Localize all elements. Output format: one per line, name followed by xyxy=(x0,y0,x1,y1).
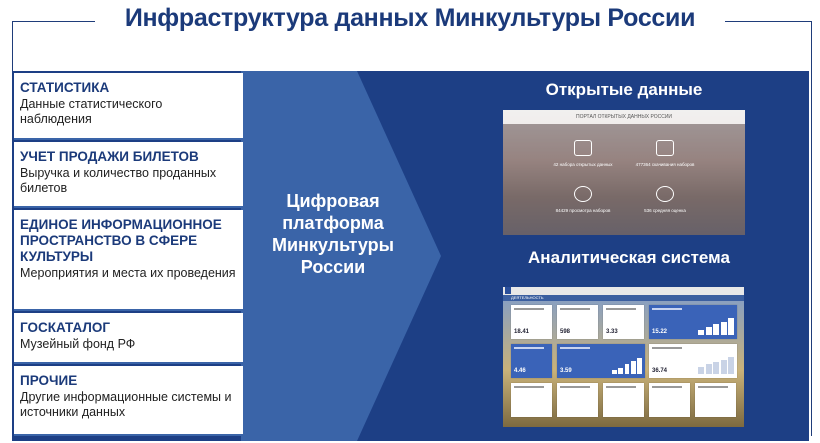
tile-value: 18.41 xyxy=(514,329,530,335)
source-tickets: УЧЕТ ПРОДАЖИ БИЛЕТОВ Выручка и количеств… xyxy=(14,142,243,208)
portal-stat: 84429 просмотра наборов xyxy=(543,186,623,214)
tile-value: 3.33 xyxy=(606,329,618,335)
title-background xyxy=(95,8,725,38)
dashboard-tile: 36.74 xyxy=(649,344,737,378)
dashboard-tile xyxy=(649,383,690,417)
portal-stat-label: 84429 просмотра наборов xyxy=(555,208,611,213)
source-statistics: СТАТИСТИКА Данные статистического наблюд… xyxy=(14,73,243,140)
portal-stat: 477364 скачивания наборов xyxy=(625,140,705,168)
dashboard-tile: 18.41 xyxy=(511,305,552,339)
source-heading: ЕДИНОЕ ИНФОРМАЦИОННОЕ ПРОСТРАНСТВО В СФЕ… xyxy=(20,217,222,264)
dashboard-tile: 3.59 xyxy=(557,344,645,378)
portal-header: ПОРТАЛ ОТКРЫТЫХ ДАННЫХ РОССИИ xyxy=(503,110,745,124)
open-data-screenshot: ПОРТАЛ ОТКРЫТЫХ ДАННЫХ РОССИИ 42 набора … xyxy=(503,110,745,235)
tile-value: 3.59 xyxy=(560,368,572,374)
logo-icon xyxy=(505,287,511,294)
analytics-screenshot: ДЕЯТЕЛЬНОСТЬ 18.41 598 3.33 15.22 4.46 3… xyxy=(503,287,744,427)
source-culture-space: ЕДИНОЕ ИНФОРМАЦИОННОЕ ПРОСТРАНСТВО В СФЕ… xyxy=(14,210,243,311)
portal-stat-label: 477364 скачивания наборов xyxy=(635,162,695,167)
search-icon xyxy=(574,186,592,202)
dashboard-tile: 3.33 xyxy=(603,305,644,339)
analytics-title: Аналитическая система xyxy=(528,248,730,267)
dashboard-tile xyxy=(557,383,598,417)
source-description: Выручка и количество проданных билетов xyxy=(20,166,217,195)
tile-value: 15.22 xyxy=(652,329,668,335)
dashboard-tile: 15.22 xyxy=(649,305,737,339)
portal-backdrop xyxy=(503,124,745,235)
portal-stat-label: 42 набора открытых данных xyxy=(553,162,613,167)
users-icon xyxy=(656,186,674,202)
source-description: Мероприятия и места их проведения xyxy=(20,266,236,280)
page-title: Инфраструктура данных Минкультуры России xyxy=(124,4,696,32)
tile-value: 598 xyxy=(560,329,571,335)
mini-bar-chart xyxy=(612,356,642,374)
analytics-band: ДЕЯТЕЛЬНОСТЬ xyxy=(503,295,744,301)
source-description: Данные статистического наблюдения xyxy=(20,97,163,126)
source-goskatalog: ГОСКАТАЛОГ Музейный фонд РФ xyxy=(14,313,243,364)
portal-stat-label: 536 средняя оценка xyxy=(644,208,686,213)
portal-stat: 42 набора открытых данных xyxy=(543,140,623,168)
dashboard-tile xyxy=(511,383,552,417)
tile-value: 36.74 xyxy=(652,368,668,374)
open-data-title: Открытые данные xyxy=(545,80,703,99)
source-other: ПРОЧИЕ Другие информационные системы и и… xyxy=(14,366,243,436)
tile-value: 4.46 xyxy=(514,368,526,374)
dashboard-tile xyxy=(695,383,736,417)
source-description: Другие информационные системы и источник… xyxy=(20,390,232,419)
source-heading: ГОСКАТАЛОГ xyxy=(20,320,110,335)
source-heading: УЧЕТ ПРОДАЖИ БИЛЕТОВ xyxy=(20,149,199,164)
portal-stat: 536 средняя оценка xyxy=(625,186,705,214)
source-heading: СТАТИСТИКА xyxy=(20,80,110,95)
dashboard-tile xyxy=(603,383,644,417)
download-icon xyxy=(656,140,674,156)
source-description: Музейный фонд РФ xyxy=(20,337,136,351)
dashboard-tile: 598 xyxy=(557,305,598,339)
dashboard-tile: 4.46 xyxy=(511,344,552,378)
mini-bar-chart xyxy=(698,356,734,374)
briefcase-icon xyxy=(574,140,592,156)
mini-bar-chart xyxy=(698,317,734,335)
source-heading: ПРОЧИЕ xyxy=(20,373,78,388)
platform-label: Цифровая платформа Минкультуры России xyxy=(271,191,395,277)
